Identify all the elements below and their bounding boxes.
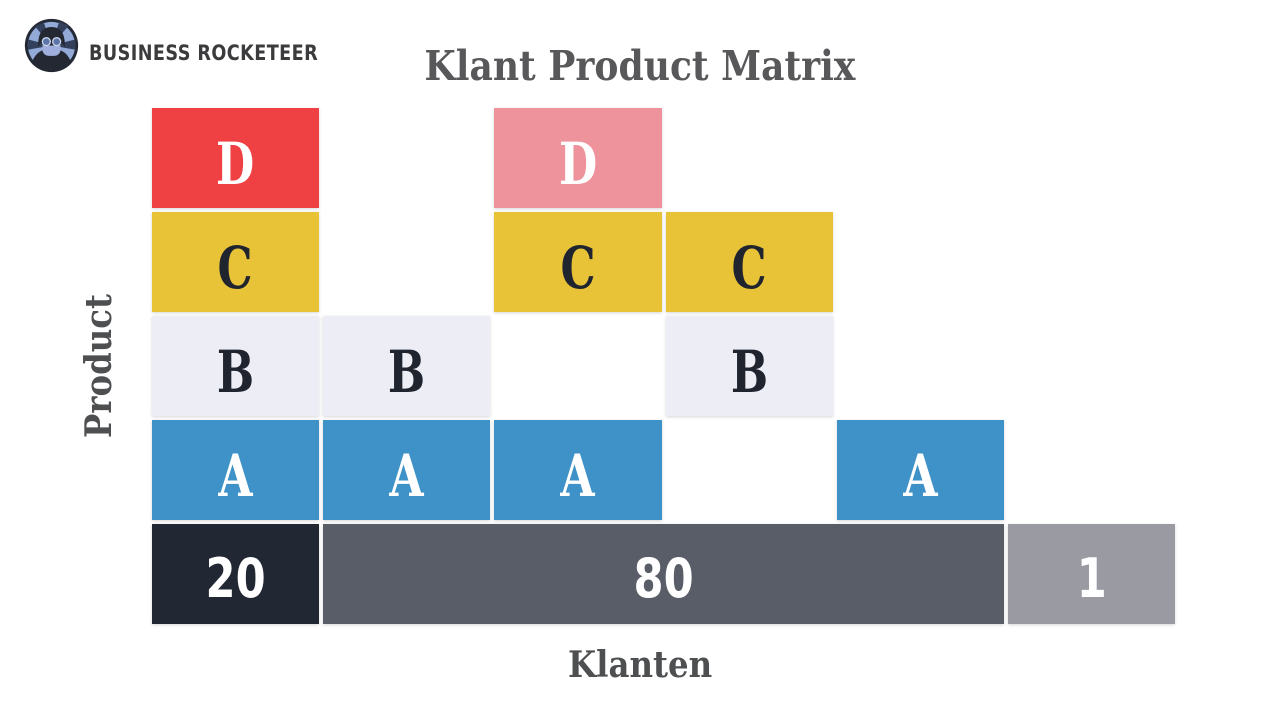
matrix-cell-a-col1: A <box>152 420 320 520</box>
matrix-cell-b-col1: B <box>152 316 320 416</box>
matrix-cell-a-col2: A <box>323 420 491 520</box>
totals-cell-20: 20 <box>152 524 320 624</box>
page-title: Klant Product Matrix <box>424 42 856 90</box>
matrix-grid: D D C C C B B B A A A A 20 80 1 <box>152 108 1175 624</box>
matrix-cell-d-col1: D <box>152 108 320 208</box>
matrix-cell-a-col5: A <box>836 420 1004 520</box>
totals-cell-1: 1 <box>1007 524 1175 624</box>
x-axis-label: Klanten <box>567 644 713 686</box>
matrix-cell-c-col1: C <box>152 212 320 312</box>
matrix-cell-d-col3: D <box>494 108 662 208</box>
matrix-cell-b-col2: B <box>323 316 491 416</box>
rocketeer-badge-icon <box>24 18 79 73</box>
y-axis-label: Product <box>78 294 121 438</box>
brand-logo: BUSINESS ROCKETEER <box>24 18 362 73</box>
matrix-cell-c-col3: C <box>494 212 662 312</box>
matrix-cell-a-col3: A <box>494 420 662 520</box>
brand-name: BUSINESS ROCKETEER <box>89 40 319 65</box>
totals-cell-80: 80 <box>323 524 1004 624</box>
matrix-cell-b-col4: B <box>665 316 833 416</box>
matrix-cell-c-col4: C <box>665 212 833 312</box>
